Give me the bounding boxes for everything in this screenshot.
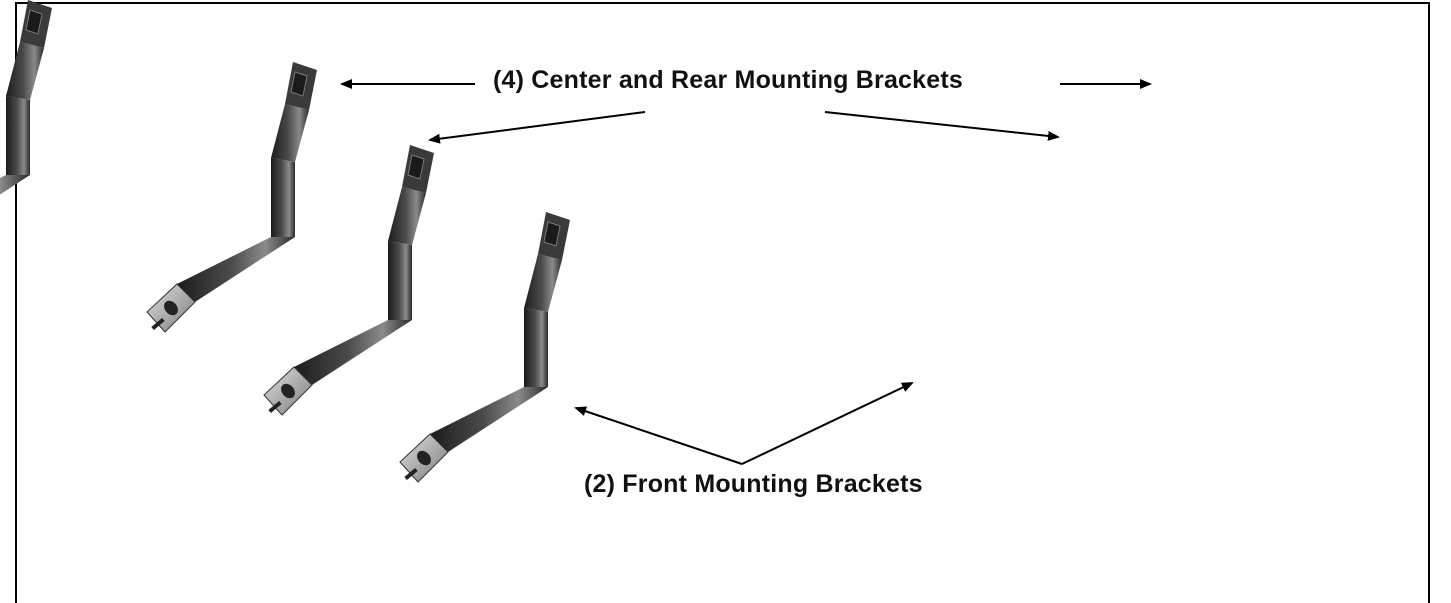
center-rear-bracket-1	[146, 61, 318, 333]
center-rear-brackets-label: (4) Center and Rear Mounting Brackets	[493, 66, 963, 94]
front-brackets-label: (2) Front Mounting Brackets	[584, 470, 923, 498]
arrow-front-right	[741, 382, 914, 465]
arrow-center-rear-3	[824, 111, 1060, 141]
arrow-front-left	[574, 406, 743, 465]
diagram-frame	[15, 2, 1430, 603]
arrow-center-rear-2	[428, 111, 646, 144]
bracket-template	[0, 0, 52, 195]
front-bracket-left	[399, 211, 571, 483]
